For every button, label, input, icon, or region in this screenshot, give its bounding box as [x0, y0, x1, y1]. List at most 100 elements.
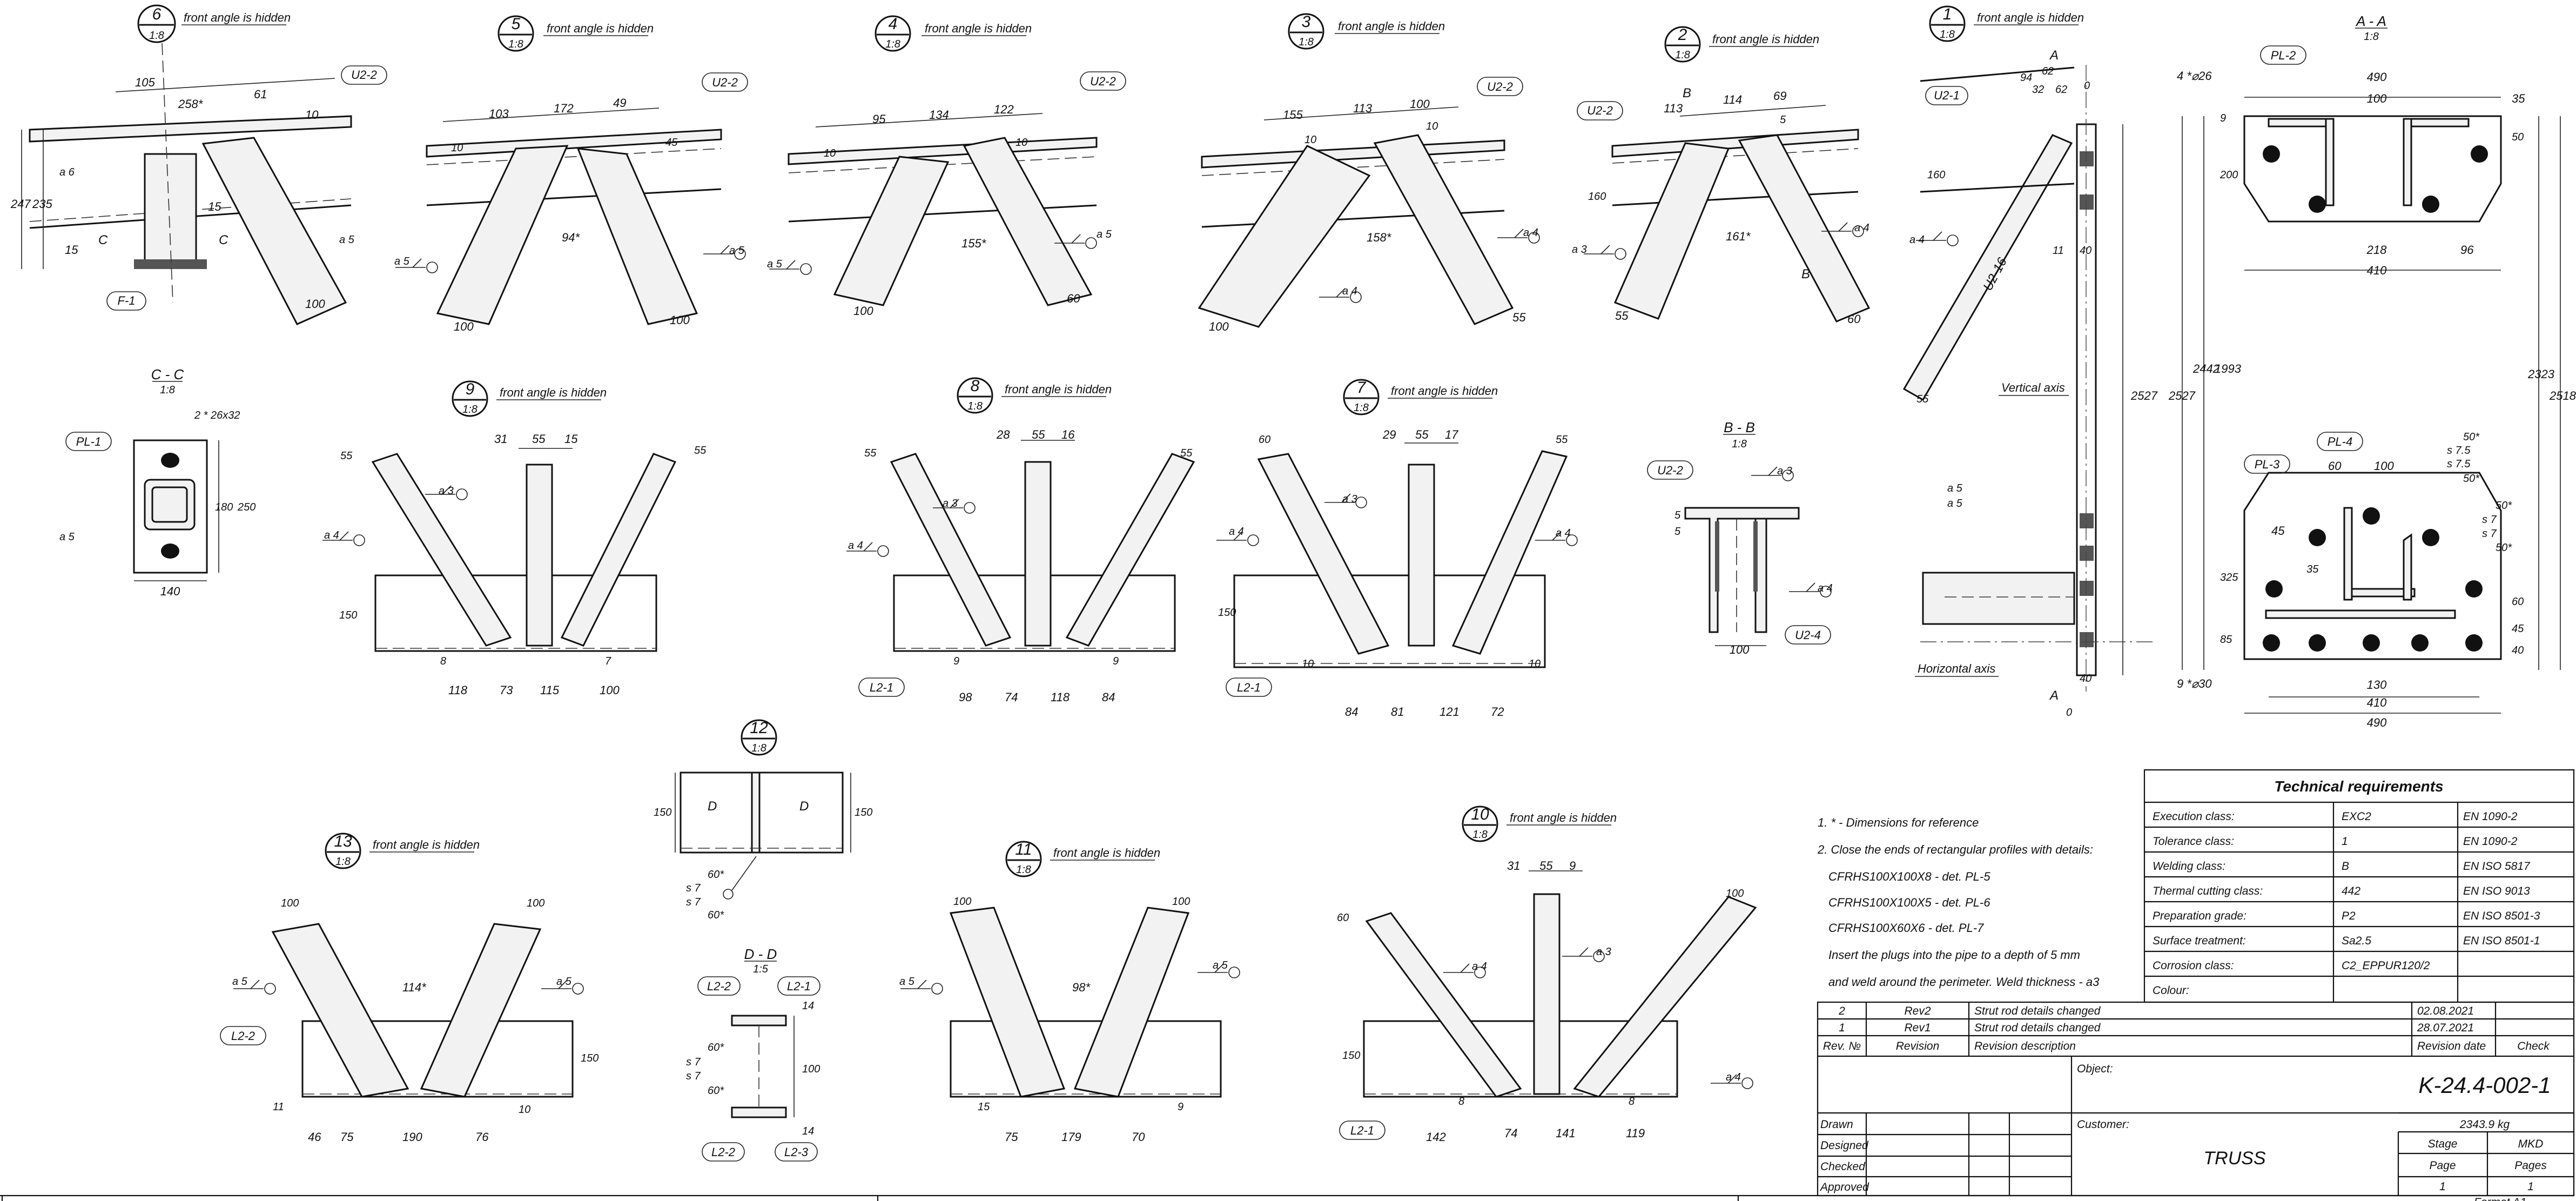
- dim-5b: 5: [1674, 509, 1681, 521]
- weld-a5-2: a 5: [1947, 498, 1963, 509]
- tech-row-7-value: C2_EPPUR120/2: [2342, 960, 2430, 972]
- weld-a5-right: a 5: [1213, 960, 1228, 971]
- detail-3-scale: 1:8: [1299, 36, 1314, 48]
- section-bb-title: B - B: [1724, 419, 1755, 435]
- dim-134: 134: [929, 108, 949, 122]
- weld-s7a: s 7: [686, 882, 701, 894]
- dim-28: 28: [996, 428, 1010, 441]
- label-u2-2: U2-2: [1487, 80, 1513, 93]
- dim-17: 17: [1445, 428, 1458, 441]
- detail-6-scale: 1:8: [149, 30, 164, 42]
- rev-row-2-rev: Rev2: [1904, 1005, 1931, 1017]
- dim-9b: 9: [1113, 655, 1119, 667]
- dim-75: 75: [1005, 1130, 1018, 1144]
- dim-114: 114*: [402, 981, 427, 994]
- mass: 2343.9 kg: [2459, 1118, 2510, 1131]
- detail-5-note: front angle is hidden: [547, 22, 654, 35]
- dim-94: 94*: [562, 231, 580, 244]
- dim-150-left: 150: [654, 807, 671, 818]
- detail-9-note: front angle is hidden: [500, 386, 607, 399]
- weld-50c: 50*: [2496, 500, 2512, 512]
- dim-60: 60: [1067, 292, 1080, 305]
- detail-5-scale: 1:8: [508, 38, 523, 50]
- weld-50d: 50*: [2496, 542, 2512, 554]
- dim-76: 76: [475, 1130, 489, 1144]
- tech-row-2-standard: EN 1090-2: [2463, 835, 2518, 848]
- detail-13-note: front angle is hidden: [373, 838, 480, 851]
- dim-45-right: 45: [2512, 623, 2524, 635]
- detail-11-scale: 1:8: [1016, 864, 1031, 876]
- dim-160: 160: [1588, 191, 1606, 203]
- dim-15: 15: [978, 1101, 990, 1113]
- section-dd-scale: 1:5: [753, 963, 769, 975]
- dim-5a: 5: [1674, 526, 1681, 538]
- drawing-name: TRUSS: [2203, 1148, 2266, 1169]
- detail-7-note: front angle is hidden: [1391, 384, 1498, 398]
- dim-141: 141: [1556, 1126, 1576, 1140]
- dim-113: 113: [1353, 102, 1373, 115]
- dim-40-top: 40: [2080, 245, 2091, 257]
- weld-a5-cc: a 5: [59, 531, 75, 543]
- dim-55: 55: [1539, 859, 1553, 873]
- note-1: 1. * - Dimensions for reference: [1818, 816, 1979, 829]
- section-dd-title: D - D: [744, 946, 777, 962]
- weld-a3: a 3: [1342, 493, 1357, 505]
- detail-13-scale: 1:8: [335, 856, 351, 868]
- section-a-a: A - A 1:8 PL-2 PL-3 PL-4 4 *⌀26 9 *⌀30 4…: [2168, 13, 2576, 729]
- rev-row-1-no: 1: [1839, 1022, 1845, 1034]
- dim-118: 118: [1051, 690, 1070, 704]
- dim-16: 16: [1061, 428, 1075, 441]
- detail-3-number: 3: [1302, 13, 1311, 31]
- rev-header-date: Revision date: [2417, 1040, 2486, 1052]
- dim-84: 84: [1345, 705, 1358, 719]
- weld-a4: a 4: [1854, 222, 1869, 234]
- dim-84: 84: [1102, 690, 1115, 704]
- dim-180: 180: [215, 501, 233, 513]
- weld-50a: 50*: [2463, 431, 2480, 443]
- dim-55c: 55: [694, 445, 707, 457]
- detail-1-note: front angle is hidden: [1977, 11, 2084, 24]
- dim-15a: 15: [65, 243, 78, 257]
- detail-13-number: 13: [334, 833, 352, 850]
- weld-s75b: s 7.5: [2447, 458, 2471, 470]
- dim-50-top: 50: [2512, 131, 2524, 143]
- label-l2-3: L2-3: [784, 1145, 809, 1159]
- dim-0-top: 0: [2084, 80, 2090, 92]
- dim-55: 55: [1615, 309, 1629, 323]
- dim-60: 60: [2328, 459, 2342, 473]
- dim-55a: 55: [1415, 428, 1429, 441]
- label-u2-2: U2-2: [351, 68, 377, 82]
- tech-row-4-standard: EN ISO 9013: [2463, 885, 2530, 897]
- dim-122: 122: [994, 103, 1014, 116]
- weld-a4-center: a 4: [1342, 285, 1357, 297]
- weld-a3: a 3: [1596, 946, 1611, 958]
- dim-103: 103: [489, 107, 509, 120]
- dim-55: 55: [1512, 311, 1526, 324]
- cut-d-left: D: [708, 799, 717, 814]
- section-c-c: C - C 1:8 PL-1 2 * 26x32 a 5 180 250 140: [59, 366, 255, 598]
- weld-a4-right: a 4: [1726, 1071, 1741, 1083]
- dim-9: 9: [1178, 1101, 1183, 1113]
- detail-3: 3 1:8 front angle is hidden 155 113 100 …: [1198, 13, 1540, 333]
- dim-70: 70: [1132, 1130, 1145, 1144]
- detail-1-scale: 1:8: [1940, 29, 1955, 41]
- dim-100b: 100: [670, 313, 690, 327]
- title-block: 2 Rev2 Strut rod details changed 02.08.2…: [0, 1001, 2575, 1201]
- weld-a3: a 3: [1777, 465, 1792, 477]
- stage-label: Stage: [2428, 1138, 2458, 1150]
- dim-160: 160: [1927, 169, 1945, 181]
- weld-60b: 60*: [708, 909, 724, 921]
- dim-410-bottom: 410: [2367, 696, 2387, 709]
- dim-10: 10: [451, 142, 463, 154]
- dim-410-top: 410: [2367, 264, 2387, 277]
- dim-40-right: 40: [2512, 645, 2524, 656]
- dim-69: 69: [1773, 89, 1786, 103]
- section-aa-title: A - A: [2355, 13, 2386, 29]
- dim-150-right: 150: [855, 807, 872, 818]
- detail-5: 5 1:8 front angle is hidden 103 172 49 1…: [394, 15, 748, 333]
- dim-11: 11: [273, 1101, 284, 1113]
- cut-d-right: D: [799, 799, 809, 814]
- dim-2518: 2518: [2549, 389, 2576, 402]
- cut-b-top: B: [1683, 86, 1691, 100]
